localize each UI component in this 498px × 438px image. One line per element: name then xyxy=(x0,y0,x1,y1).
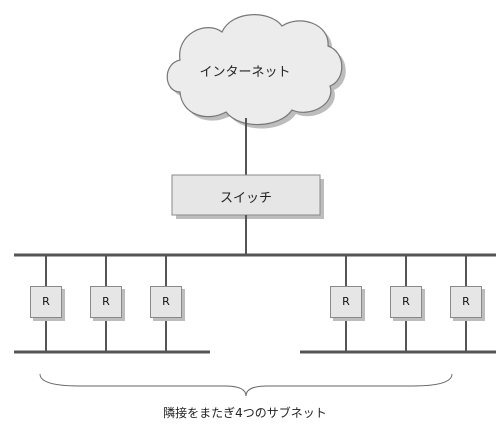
router-label: R xyxy=(342,295,350,308)
internet-cloud xyxy=(166,14,343,126)
router-box-6: R xyxy=(450,286,482,318)
brace-label: 隣接をまたぎ4つのサブネット xyxy=(163,406,327,420)
router-label: R xyxy=(162,295,170,308)
cloud-label: インターネット xyxy=(199,65,291,80)
router-box-4: R xyxy=(330,286,362,318)
router-box-3: R xyxy=(150,286,182,318)
curly-brace xyxy=(39,373,453,397)
router-label: R xyxy=(42,295,50,308)
router-label: R xyxy=(102,295,110,308)
router-label: R xyxy=(402,295,410,308)
router-label: R xyxy=(462,295,470,308)
router-box-2: R xyxy=(90,286,122,318)
router-box-1: R xyxy=(30,286,62,318)
router-box-5: R xyxy=(390,286,422,318)
switch-label: スイッチ xyxy=(219,191,272,206)
